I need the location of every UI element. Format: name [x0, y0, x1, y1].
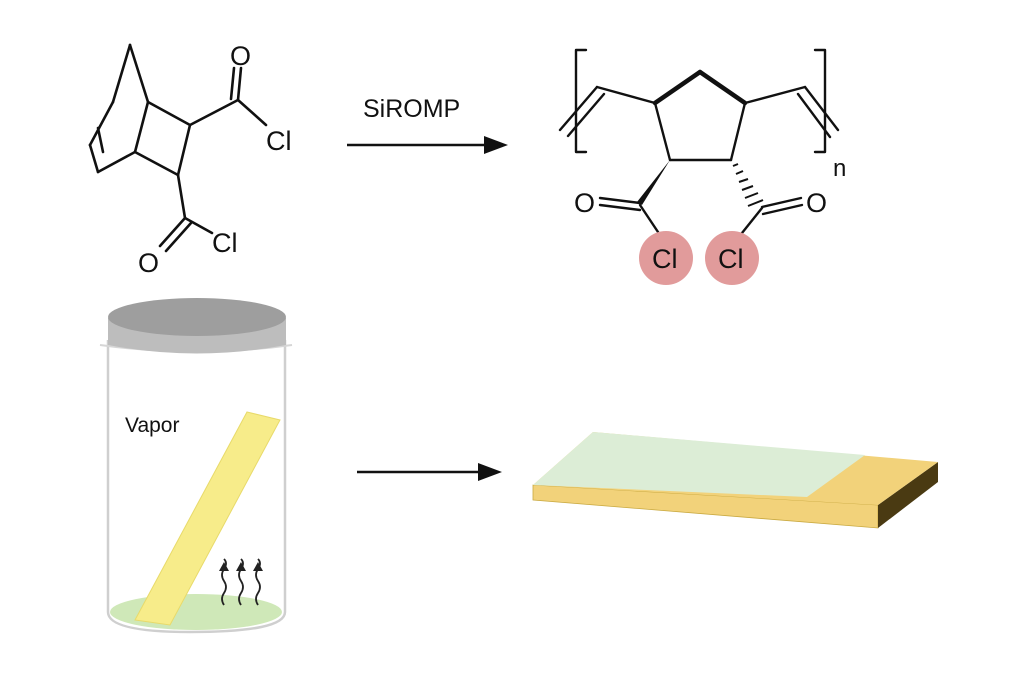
monomer-chlorine-bottom: Cl — [212, 228, 238, 258]
reaction-arrow — [347, 136, 508, 154]
substrate-side-edge — [878, 462, 938, 528]
polymer-oxygen-right: O — [806, 188, 827, 218]
polymer-repeat-subscript: n — [833, 155, 846, 182]
monomer-chlorine-right: Cl — [266, 126, 292, 156]
chlorine-highlight-left — [639, 231, 693, 285]
coated-substrate — [532, 432, 938, 529]
polymer-chlorine-right: Cl — [718, 244, 744, 274]
polymer-chlorine-left: Cl — [652, 244, 678, 274]
polymer-structure — [558, 48, 840, 240]
monomer-oxygen-top: O — [230, 41, 251, 71]
process-arrow — [357, 463, 502, 481]
vapor-arrows — [219, 558, 263, 606]
polymer-oxygen-left: O — [574, 188, 595, 218]
sample-strip — [134, 411, 281, 626]
vapor-jar — [99, 298, 293, 634]
chlorine-highlight-right — [705, 231, 759, 285]
polymer-hashed-bond — [732, 163, 764, 207]
vapor-label: Vapor — [125, 414, 179, 437]
coated-film — [533, 432, 865, 497]
monomer-structure — [88, 43, 268, 253]
reaction-label: SiROMP — [363, 95, 460, 123]
monomer-oxygen-bottom: O — [138, 248, 159, 278]
